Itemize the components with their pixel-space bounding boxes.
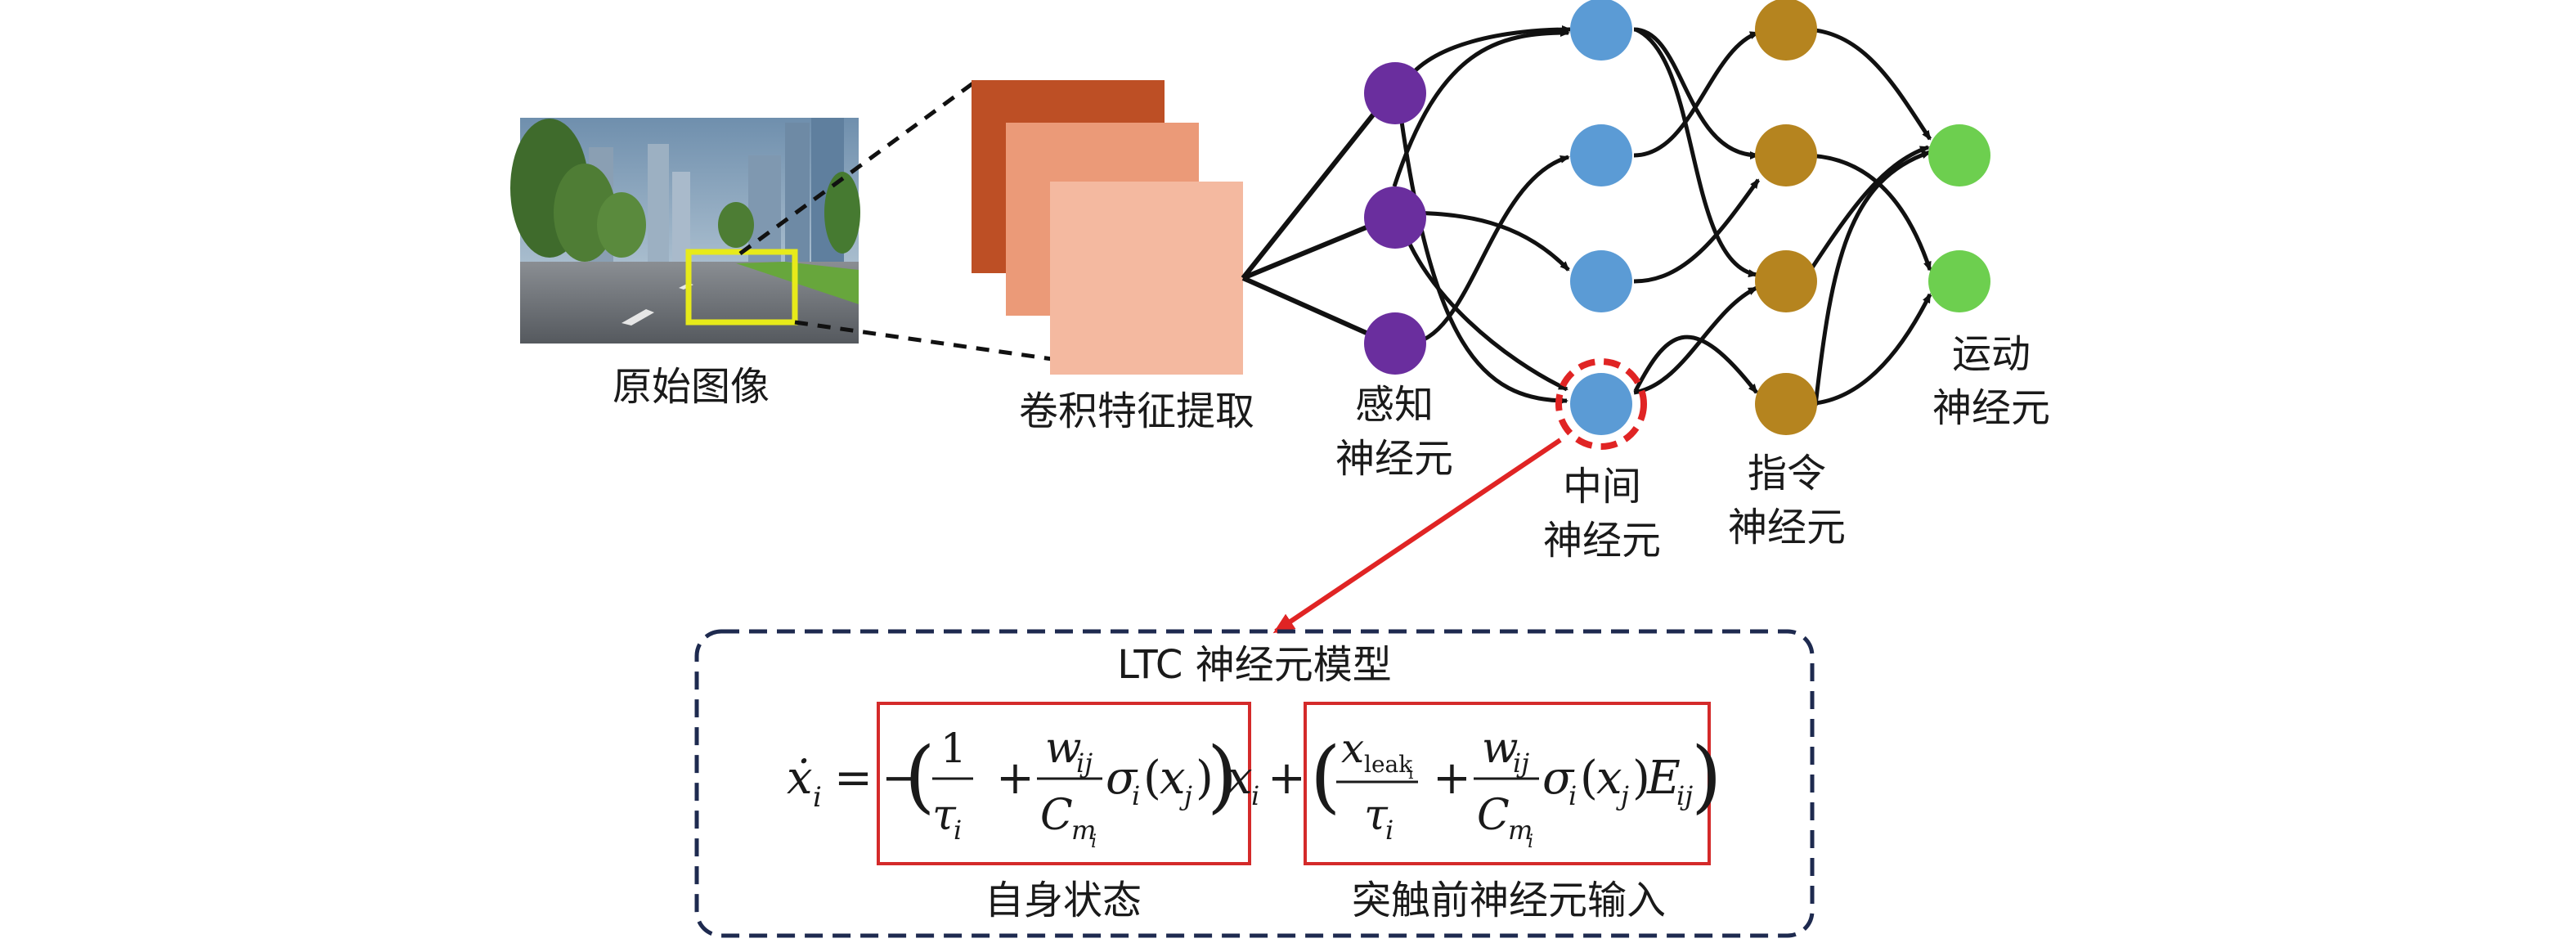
formula-tau-2: τ [1364,791,1389,840]
command-neuron [1755,124,1817,186]
formula-leak-sub: leak [1364,751,1413,778]
formula-paren-open-2: ( [1310,730,1340,822]
formula-C-2: C [1477,791,1510,840]
formula-sigma-sub: i [1132,780,1140,811]
focus-highlight [1272,358,1647,634]
presynaptic-input-label: 突触前神经元输入 [1351,878,1666,923]
inter-neurons-label-line1: 中间 [1562,464,1641,510]
motor-neurons-label: 运动 神经元 [1905,327,2077,435]
original-street-photo [510,118,860,344]
sensory-neuron [1364,312,1426,375]
motor-neurons [1928,124,1990,312]
command-neurons-label-line2: 神经元 [1727,505,1846,550]
formula-sigma-2: σ [1542,752,1575,805]
command-neuron [1755,373,1817,435]
formula-C-subsub: i [1091,832,1097,852]
motor-neurons-label-line2: 神经元 [1932,385,2050,431]
formula-C-2-subsub: i [1528,832,1533,852]
motor-neurons-label-line1: 运动 [1951,331,2031,377]
formula-xleak: x [1341,725,1364,772]
formula-leak-subsub: i [1408,763,1413,783]
sensory-neurons [1364,62,1426,375]
ltc-formula: ẋ i = − ( 1 τ i + w ij C m i σ i ( x j )… [787,724,1721,852]
feature-to-sensory-lines [1241,92,1393,346]
inter-neurons-label-line2: 神经元 [1542,518,1661,564]
formula-sigma-2-sub: i [1568,780,1577,811]
formula-paren-close-1: ) [1207,730,1237,822]
formula-C-sub: m [1071,815,1096,846]
formula-tau: τ [932,791,957,840]
command-neurons-label-line1: 指令 [1747,451,1826,496]
feature-maps [972,80,1243,375]
sensory-neuron [1364,62,1426,124]
inter-neurons [1570,0,1632,435]
motor-neuron [1928,124,1990,186]
formula-sigma: σ [1106,752,1138,805]
sensory-neuron [1364,186,1426,249]
presynaptic-input-term-box [1304,702,1711,865]
formula-plus-main: + [1268,752,1306,805]
formula-xi-sub: i [1251,780,1259,811]
formula-plus-1: + [996,752,1034,805]
formula-sigma-close: ) [1196,752,1214,805]
formula-paren-close-2: ) [1691,730,1721,822]
formula-sigma-2-close: ) [1632,752,1650,805]
inter-neuron [1570,124,1632,186]
formula-C-2-sub: m [1508,815,1533,846]
formula-E: E [1646,752,1681,805]
formula-C: C [1040,791,1073,840]
formula-E-sub: ij [1676,780,1693,811]
formula-sigma-open: ( [1143,752,1161,805]
formula-one: 1 [940,725,967,772]
formula-w-2-sub: ij [1513,748,1529,779]
inter-neuron [1570,250,1632,312]
motor-neuron [1928,250,1990,312]
formula-w: w [1045,724,1082,773]
command-neurons [1755,0,1817,435]
projection-lines [738,78,1144,375]
command-neuron [1755,0,1817,61]
formula-xj: x [1160,752,1186,805]
feature-map-front [1050,182,1243,375]
sensory-neurons-label: 感知 神经元 [1308,378,1480,486]
formula-minus: − [882,752,920,805]
inter-neuron [1570,0,1632,61]
formula-tau-2-sub: i [1385,815,1393,846]
formula-xi: x [1227,752,1253,805]
formula-xj-2: x [1596,752,1622,805]
formula-lhs-sub: i [813,781,822,814]
command-neuron [1755,250,1817,312]
self-state-label: 自身状态 [984,878,1142,923]
inter-neuron [1570,373,1632,435]
formula-sigma-2-open: ( [1580,752,1598,805]
command-neurons-label: 指令 神经元 [1701,447,1873,555]
formula-w-sub: ij [1076,748,1093,779]
network-connections [1392,25,1932,406]
ltc-model-title: LTC 神经元模型 [1117,642,1392,688]
formula-eq: = [834,752,873,805]
inter-neurons-label: 中间 神经元 [1516,460,1688,568]
sensory-neurons-label-line1: 感知 [1354,382,1434,428]
self-state-term-box [877,702,1251,865]
formula-paren-open-1: ( [904,730,935,822]
conv-features-label: 卷积特征提取 [1018,388,1254,434]
formula-w-2: w [1482,724,1519,773]
sensory-neurons-label-line2: 神经元 [1335,436,1453,482]
formula-tau-sub: i [954,815,962,846]
original-image-label: 原始图像 [612,364,770,410]
formula-plus-2: + [1433,752,1471,805]
ltc-model-box [694,629,1815,938]
formula-lhs: ẋ [787,752,813,805]
